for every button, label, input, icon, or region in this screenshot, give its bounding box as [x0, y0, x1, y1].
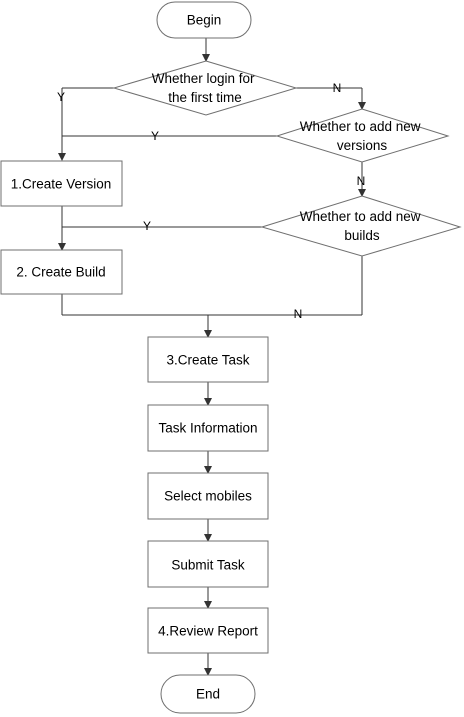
- connectors: [58, 38, 366, 676]
- versions-no-label: N: [357, 174, 366, 188]
- submit-task-process: Submit Task: [147, 540, 269, 588]
- builds-no-label: N: [294, 307, 303, 321]
- login-first-time-decision: Whether login for the first time: [112, 60, 298, 116]
- versions-decision-line-1: Whether to add new: [300, 119, 421, 134]
- task-information-process: Task Information: [147, 404, 269, 452]
- submit-task-label: Submit Task: [171, 558, 245, 573]
- create-task-label: 3.Create Task: [166, 353, 249, 368]
- versions-decision-line-2: versions: [337, 138, 388, 153]
- create-build-label: 2. Create Build: [16, 265, 105, 280]
- arrowhead-select-mobiles: [204, 466, 212, 474]
- login-decision-line-1: Whether login for: [152, 71, 255, 86]
- arrowhead-create-build: [58, 243, 66, 251]
- builds-decision-line-1: Whether to add new: [300, 209, 421, 224]
- create-version-label: 1.Create Version: [11, 177, 112, 192]
- arrowhead-end: [204, 668, 212, 676]
- select-mobiles-process: Select mobiles: [147, 472, 269, 520]
- login-no-label: N: [333, 81, 342, 95]
- arrowhead-submit-task: [204, 534, 212, 542]
- login-yes-label: Y: [57, 90, 65, 104]
- create-build-process: 2. Create Build: [0, 249, 123, 295]
- login-decision-line-2: the first time: [168, 90, 242, 105]
- select-mobiles-label: Select mobiles: [164, 489, 252, 504]
- end-label: End: [196, 687, 220, 702]
- builds-decision-line-2: builds: [344, 228, 380, 243]
- svg-text:Whether to add new build: Whether to add new builds: [300, 209, 425, 243]
- task-information-label: Task Information: [158, 421, 257, 436]
- svg-text:Whether login for the f: Whether login for the first time: [152, 71, 259, 105]
- arrowhead-login-decision: [202, 54, 210, 62]
- review-report-label: 4.Review Report: [158, 624, 258, 639]
- builds-yes-label: Y: [143, 219, 151, 233]
- add-new-builds-decision: Whether to add new builds: [260, 195, 462, 257]
- svg-text:Whether to add new versi: Whether to add new versions: [300, 119, 425, 153]
- add-new-versions-decision: Whether to add new versions: [275, 108, 450, 163]
- edge-labels: Y N Y N Y N: [57, 81, 365, 321]
- create-version-process: 1.Create Version: [0, 160, 123, 207]
- end-terminator: End: [160, 674, 256, 714]
- create-task-process: 3.Create Task: [147, 336, 269, 383]
- arrowhead-create-version: [58, 153, 66, 161]
- review-report-process: 4.Review Report: [147, 607, 269, 654]
- begin-label: Begin: [187, 13, 222, 28]
- arrowhead-review-report: [204, 601, 212, 609]
- arrowhead-create-task: [204, 330, 212, 338]
- arrowhead-task-information: [204, 398, 212, 406]
- versions-yes-label: Y: [151, 129, 159, 143]
- arrowhead-versions-decision: [358, 102, 366, 110]
- arrowhead-builds-decision: [358, 189, 366, 197]
- begin-terminator: Begin: [156, 1, 252, 39]
